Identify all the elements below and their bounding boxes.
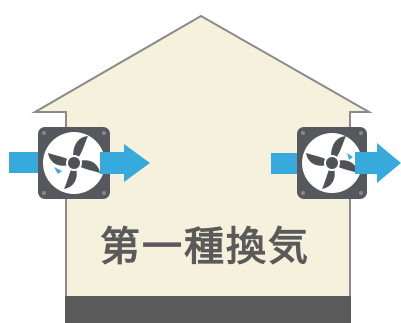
right-fan-icon: [297, 127, 367, 199]
house-floor: [65, 296, 351, 323]
left-inlet-arrow-tail: [9, 152, 41, 173]
right-exhaust-arrow-head: [355, 143, 401, 183]
left-inlet-arrow-head: [100, 144, 150, 182]
diagram-title: 第一種換気: [100, 224, 310, 270]
left-fan-icon: [38, 127, 110, 199]
right-exhaust-arrow-tail: [271, 153, 299, 174]
